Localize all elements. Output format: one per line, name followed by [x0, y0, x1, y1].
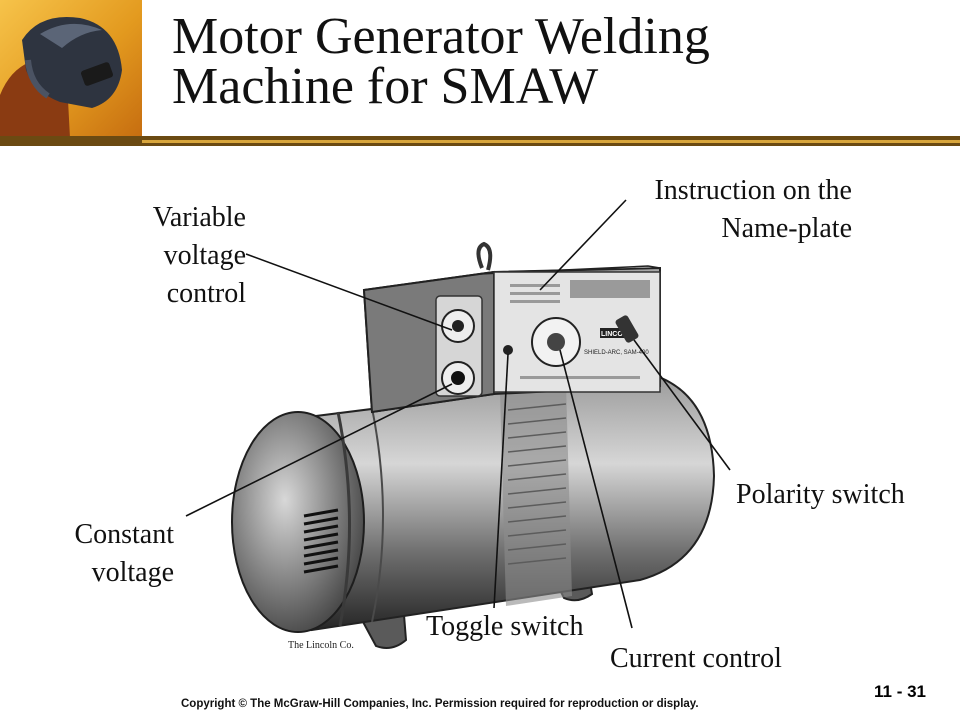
toggle-switch-icon	[503, 345, 513, 355]
label-toggle-switch: Toggle switch	[426, 608, 583, 646]
welder-helmet-icon	[0, 16, 122, 138]
label-constant-voltage: Constant voltage	[54, 516, 174, 592]
label-line: control	[166, 278, 246, 309]
label-current-control: Current control	[610, 640, 782, 678]
leader-lines	[185, 199, 731, 629]
label-line: Variable	[152, 202, 246, 233]
slide-number: 11 - 31	[874, 682, 926, 701]
label-line: Toggle switch	[426, 611, 584, 642]
label-line: Name-plate	[721, 213, 852, 244]
copyright-notice: Copyright © The McGraw-Hill Companies, I…	[181, 698, 699, 710]
label-line: voltage	[91, 557, 174, 588]
label-polarity-switch: Polarity switch	[736, 476, 905, 514]
generator-tank	[231, 372, 716, 633]
label-variable-voltage-control: Variable voltage control	[126, 199, 246, 313]
control-box: LINCOLN SHIELD-ARC, SAM-400	[362, 241, 661, 414]
label-line: voltage	[163, 240, 246, 271]
label-line: Polarity switch	[736, 479, 905, 510]
nameplate-model: SHIELD-ARC, SAM-400	[584, 350, 649, 356]
photo-credit: The Lincoln Co.	[288, 640, 354, 651]
header-rule-accent	[142, 140, 960, 143]
label-line: Instruction on the	[654, 175, 852, 206]
slide-title: Motor Generator Welding Machine for SMAW	[172, 8, 932, 115]
polarity-switch-icon	[615, 315, 639, 343]
vent-grille	[303, 508, 339, 574]
label-line: Constant	[74, 519, 174, 550]
lifting-handle-icon	[476, 241, 493, 271]
nameplate-brand: LINCOLN	[601, 331, 632, 338]
welder-header-image	[0, 0, 142, 138]
label-line: Current control	[610, 643, 782, 674]
label-nameplate-instruction: Instruction on the Name-plate	[612, 172, 852, 248]
title-line-1: Motor Generator Welding	[172, 8, 710, 65]
title-line-2: Machine for SMAW	[172, 58, 599, 115]
